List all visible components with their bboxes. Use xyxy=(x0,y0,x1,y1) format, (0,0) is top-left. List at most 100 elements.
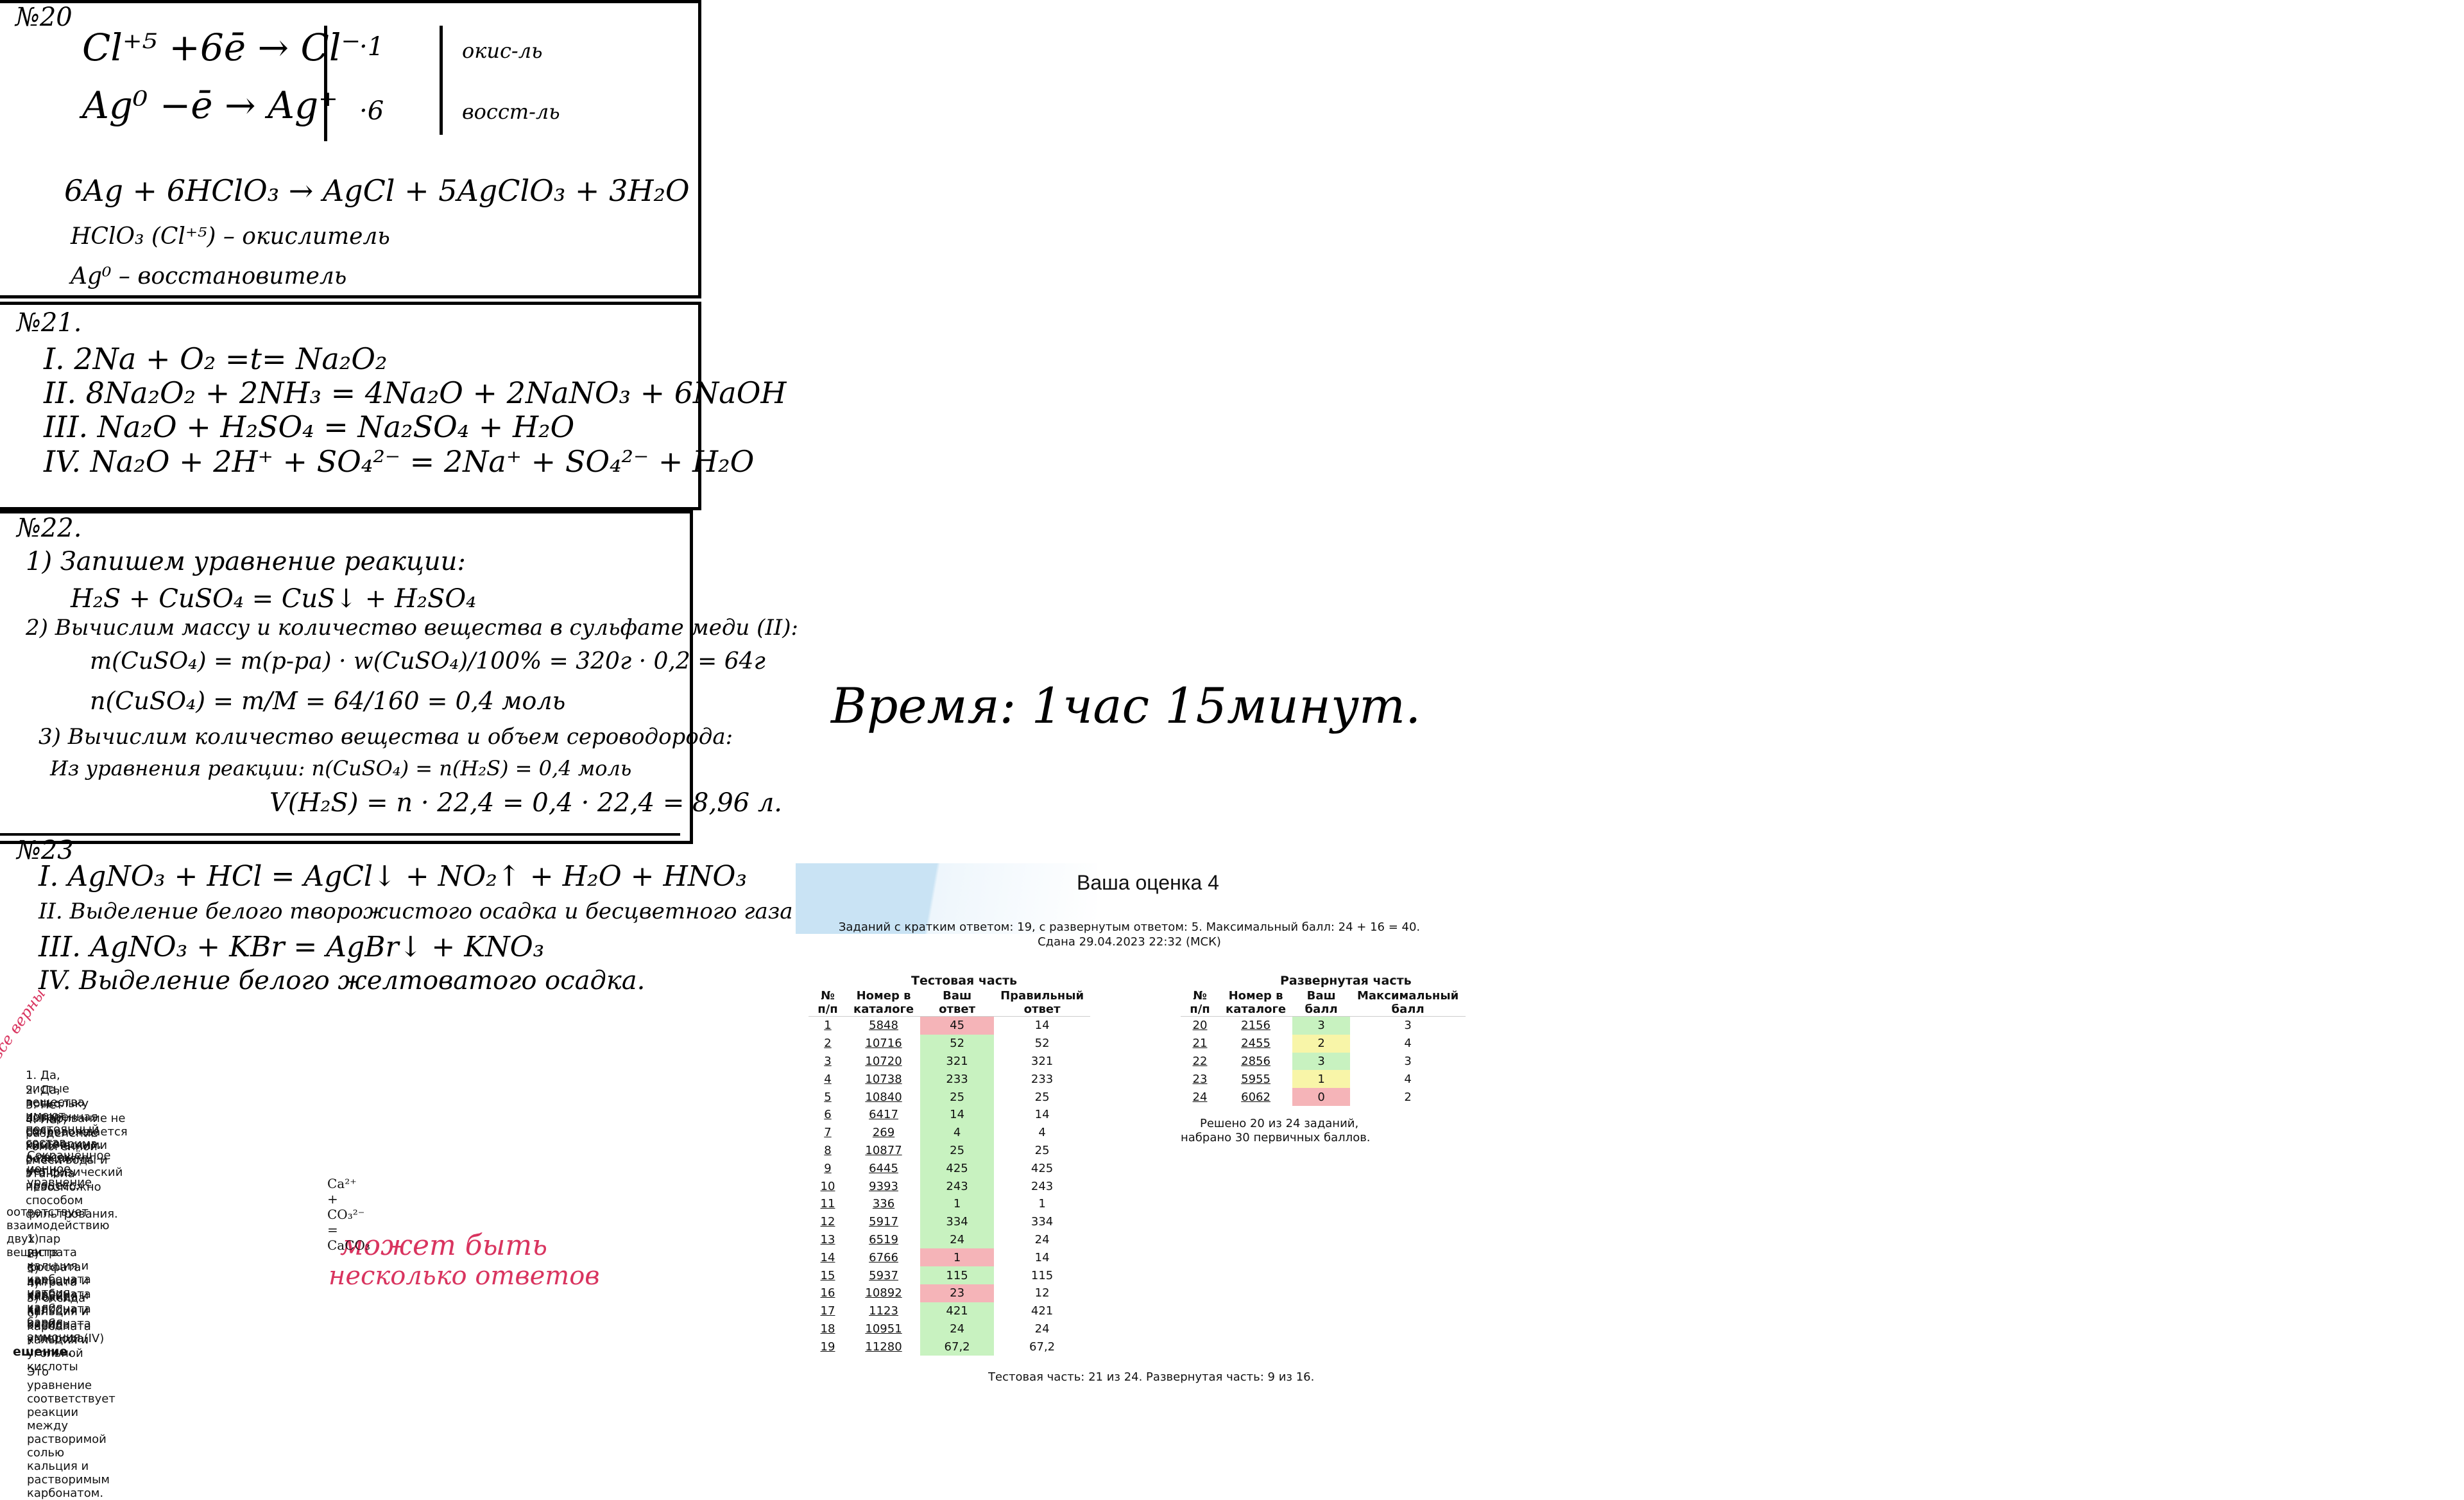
row-number-link[interactable]: 7 xyxy=(824,1126,832,1140)
task22-line4: m(CuSO₄) = m(р-ра) · w(CuSO₄)/100% = 320… xyxy=(90,648,766,675)
your-answer: 243 xyxy=(920,1177,995,1195)
row-number-link[interactable]: 9 xyxy=(824,1161,832,1175)
row-number-link[interactable]: 5 xyxy=(824,1090,832,1104)
catalog-number-link[interactable]: 10716 xyxy=(865,1037,902,1051)
row-number-link[interactable]: 22 xyxy=(1192,1054,1208,1068)
catalog-number-link[interactable]: 2156 xyxy=(1241,1019,1270,1033)
task22-line8: V(H₂S) = n · 22,4 = 0,4 · 22,4 = 8,96 л. xyxy=(270,788,783,818)
row-number-link[interactable]: 13 xyxy=(820,1232,835,1246)
catalog-number-link[interactable]: 11280 xyxy=(865,1340,902,1354)
col-num: № п/п xyxy=(809,989,847,1017)
excerpt-item-4: 4. Нет, разделение гомогенной смеси воды… xyxy=(26,1113,118,1221)
catalog-number-link[interactable]: 6445 xyxy=(869,1161,898,1175)
row-number-link[interactable]: 8 xyxy=(824,1143,832,1157)
your-answer: 23 xyxy=(920,1284,995,1302)
results-title: Ваша оценка 4 xyxy=(1077,871,1219,894)
your-score: 2 xyxy=(1292,1034,1351,1053)
col-num: № п/п xyxy=(1181,989,1219,1017)
your-answer: 4 xyxy=(920,1123,995,1142)
catalog-number-link[interactable]: 6062 xyxy=(1241,1090,1270,1104)
catalog-number-link[interactable]: 5937 xyxy=(869,1268,898,1282)
correct-answer: 14 xyxy=(1034,1019,1050,1033)
row-number-link[interactable]: 21 xyxy=(1192,1037,1208,1051)
row-number-link[interactable]: 24 xyxy=(1192,1090,1208,1104)
row-number-link[interactable]: 1 xyxy=(824,1019,832,1033)
your-answer: 421 xyxy=(920,1302,995,1320)
row-number-link[interactable]: 18 xyxy=(820,1322,835,1336)
row-number-link[interactable]: 6 xyxy=(824,1108,832,1122)
your-answer: 24 xyxy=(920,1320,995,1338)
catalog-number-link[interactable]: 5955 xyxy=(1241,1072,1270,1086)
option-1: 1) нитрата кальция и карбоната натрия xyxy=(27,1232,91,1300)
max-score: 4 xyxy=(1404,1037,1412,1051)
catalog-number-link[interactable]: 9393 xyxy=(869,1179,898,1193)
row-number-link[interactable]: 16 xyxy=(820,1286,835,1300)
correct-answer: 115 xyxy=(1031,1268,1054,1282)
your-answer: 115 xyxy=(920,1266,995,1284)
task22-line5: n(CuSO₄) = m/M = 64/160 = 0,4 моль xyxy=(90,687,566,715)
max-score: 3 xyxy=(1404,1054,1412,1068)
catalog-number-link[interactable]: 336 xyxy=(872,1197,895,1211)
catalog-number-link[interactable]: 269 xyxy=(872,1126,895,1140)
test-part-table: № п/п Номер в каталоге Ваш ответ Правиль… xyxy=(809,989,1091,1356)
correct-answer: 67,2 xyxy=(1029,1340,1056,1354)
extended-part-caption: Развернутая часть xyxy=(1280,974,1412,988)
excerpt-item-3: 3. Нет выпаривание не сопровождается хим… xyxy=(26,1098,128,1193)
your-score: 0 xyxy=(1292,1088,1351,1106)
task21-line1: I. 2Na + O₂ =t= Na₂O₂ xyxy=(44,341,388,376)
correct-answer: 425 xyxy=(1031,1161,1054,1175)
catalog-number-link[interactable]: 10892 xyxy=(865,1286,902,1300)
correct-answer: 321 xyxy=(1031,1054,1054,1068)
row-number-link[interactable]: 15 xyxy=(820,1268,835,1282)
correct-answer: 421 xyxy=(1031,1304,1054,1318)
solution-text: Это уравнение соответствует реакции межд… xyxy=(27,1365,116,1500)
row-number-link[interactable]: 12 xyxy=(820,1215,835,1229)
row-number-link[interactable]: 10 xyxy=(820,1179,835,1193)
catalog-number-link[interactable]: 6417 xyxy=(869,1108,898,1122)
catalog-number-link[interactable]: 6519 xyxy=(869,1232,898,1246)
row-number-link[interactable]: 19 xyxy=(820,1340,835,1354)
row-number-link[interactable]: 20 xyxy=(1192,1019,1208,1033)
catalog-number-link[interactable]: 1123 xyxy=(869,1304,898,1318)
task20-frame xyxy=(0,0,701,298)
row-number-link[interactable]: 23 xyxy=(1192,1072,1208,1086)
catalog-number-link[interactable]: 10840 xyxy=(865,1090,902,1104)
row-number-link[interactable]: 3 xyxy=(824,1054,832,1068)
test-part-row: 18 10951 24 24 xyxy=(809,1320,1090,1338)
catalog-number-link[interactable]: 6766 xyxy=(869,1250,898,1264)
option-6: 6) карбоната кальция и угольной кислоты xyxy=(27,1306,91,1374)
catalog-number-link[interactable]: 2856 xyxy=(1241,1054,1270,1068)
task21-line4: IV. Na₂O + 2H⁺ + SO₄²⁻ = 2Na⁺ + SO₄²⁻ + … xyxy=(44,444,755,479)
row-number-link[interactable]: 17 xyxy=(820,1304,835,1318)
catalog-number-link[interactable]: 10720 xyxy=(865,1054,902,1068)
task20-line1: Cl⁺⁵ +6ē → Cl⁻ xyxy=(82,26,361,69)
your-answer: 24 xyxy=(920,1230,995,1249)
catalog-number-link[interactable]: 10951 xyxy=(865,1322,902,1336)
row-number-link[interactable]: 2 xyxy=(824,1037,832,1051)
catalog-number-link[interactable]: 5917 xyxy=(869,1215,898,1229)
correct-answer: 14 xyxy=(1034,1108,1050,1122)
your-answer: 45 xyxy=(920,1016,995,1035)
row-number-link[interactable]: 4 xyxy=(824,1072,832,1086)
max-score: 3 xyxy=(1404,1019,1412,1033)
task23-line4: IV. Выделение белого желтоватого осадка. xyxy=(38,966,646,996)
row-number-link[interactable]: 14 xyxy=(820,1250,835,1264)
correct-answer: 24 xyxy=(1034,1322,1050,1336)
catalog-number-link[interactable]: 10738 xyxy=(865,1072,902,1086)
catalog-number-link[interactable]: 5848 xyxy=(869,1019,898,1033)
row-number-link[interactable]: 11 xyxy=(820,1197,835,1211)
task21-frame xyxy=(0,302,701,510)
correct-answer: 233 xyxy=(1031,1072,1054,1086)
ionic-label: Сокращённое ионное уравнение xyxy=(27,1149,111,1189)
catalog-number-link[interactable]: 2455 xyxy=(1241,1037,1270,1051)
catalog-number-link[interactable]: 10877 xyxy=(865,1143,902,1157)
your-answer: 14 xyxy=(920,1105,995,1124)
